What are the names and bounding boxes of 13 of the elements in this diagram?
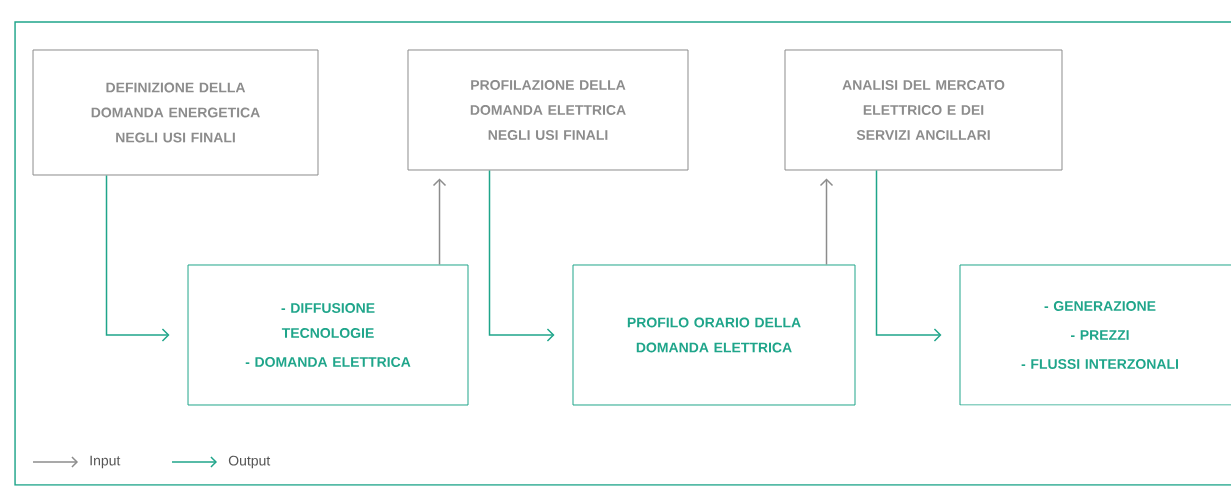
arrow [875, 169, 942, 342]
output-box: PROFILO ORARIO DELLA DOMANDA ELETTRICA [572, 264, 856, 406]
legend-label: Input [90, 455, 121, 469]
output-box: - DIFFUSIONE TECNOLOGIE - DOMANDA ELETTRICA [187, 264, 469, 406]
arrow [432, 178, 447, 266]
legend-label: Output [228, 455, 271, 469]
process-box: PROFILAZIONE DELLA DOMANDA ELETTRICA NEGLI USI FINALI [407, 49, 689, 171]
arrow [105, 174, 170, 342]
arrow [819, 178, 834, 266]
output-box: - GENERAZIONE - PREZZI - FLUSSI INTERZONALI [959, 264, 1231, 406]
process-box: DEFINIZIONE DELLA DOMANDA ENERGETICA NEGLI USI FINALI [32, 49, 319, 176]
process-box: ANALISI DEL MERCATO ELETTRICO E DEI SERVIZI ANCILLARI [784, 49, 1063, 171]
arrow [488, 169, 555, 342]
